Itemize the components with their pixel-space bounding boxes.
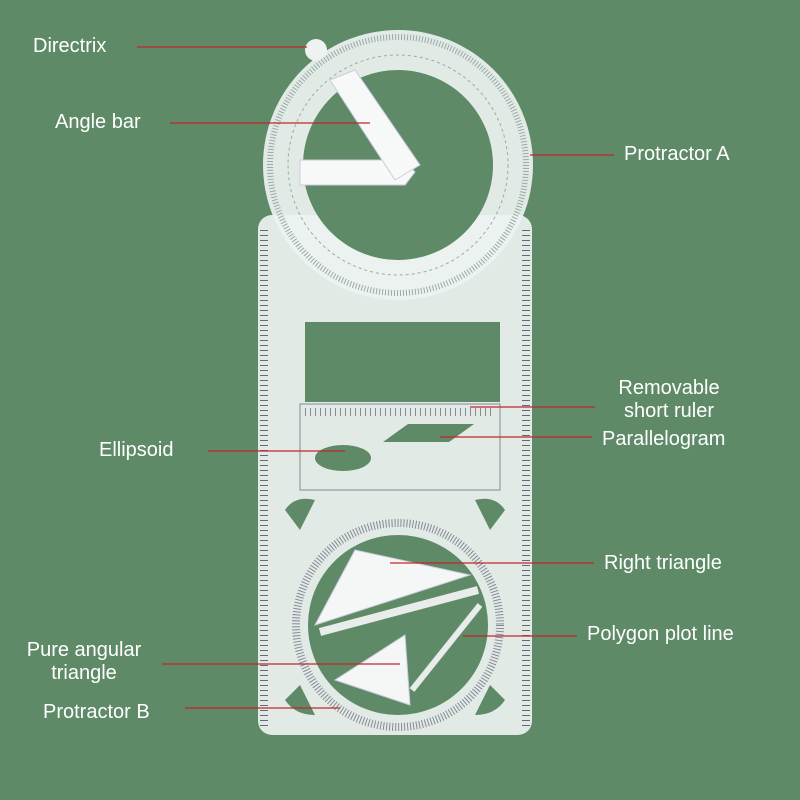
side-rulers [260,230,530,730]
label-removable-short-ruler: Removable short ruler [604,377,734,423]
label-pure-angular-triangle: Pure angular triangle [10,639,158,685]
label-protractor-b: Protractor B [43,701,150,723]
angle-bar [299,69,421,186]
label-ellipsoid: Ellipsoid [99,439,174,461]
label-polygon-plot-line: Polygon plot line [587,623,734,645]
label-right-triangle: Right triangle [604,552,722,574]
label-line-1: Removable [618,377,720,399]
short-ruler [299,403,501,491]
label-angle-bar: Angle bar [55,111,141,133]
leader-lines [137,46,614,709]
label-protractor-a: Protractor A [624,143,730,165]
label-line-2: short ruler [623,400,715,422]
protractor-a [267,34,529,296]
label-line-1: Pure angular [26,639,142,661]
label-parallelogram: Parallelogram [602,428,726,450]
protractor-b [292,519,504,731]
label-line-2: triangle [51,662,117,684]
label-directrix: Directrix [33,35,107,57]
